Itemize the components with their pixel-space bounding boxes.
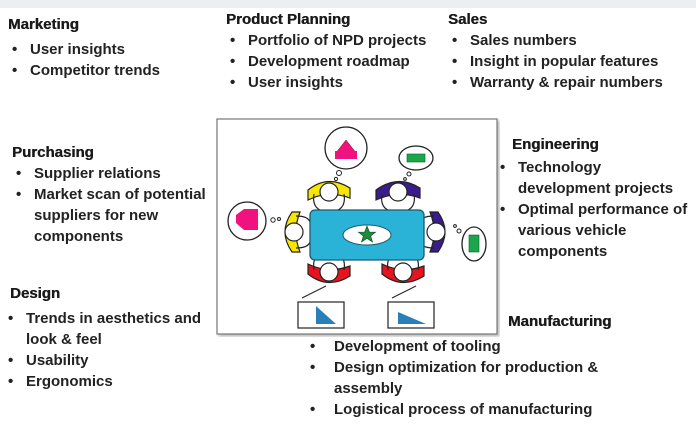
star-icon: [357, 225, 377, 243]
bubble-top-green: [398, 145, 434, 181]
purchasing-title: Purchasing: [12, 144, 94, 161]
purchasing-group: Purchasing Supplier relations Market sca…: [12, 144, 217, 247]
meeting-illustration: [216, 118, 498, 335]
sales-item: Warranty & repair numbers: [448, 72, 693, 93]
person-yellow-left: [284, 211, 311, 253]
person-purple-top: [375, 180, 421, 211]
engineering-list: Technology development projects Optimal …: [496, 157, 694, 262]
marketing-title: Marketing: [8, 16, 79, 33]
design-item: Usability: [4, 350, 220, 371]
manufacturing-title: Manufacturing: [508, 313, 612, 330]
manufacturing-list: Development of tooling Design optimizati…: [306, 336, 636, 420]
engineering-item: Optimal performance of various vehicle c…: [496, 199, 694, 262]
sales-list: Sales numbers Insight in popular feature…: [448, 30, 693, 93]
pentagon-icon: [236, 209, 258, 230]
top-band: [0, 0, 696, 8]
person-red-bottom-left: [307, 253, 351, 284]
laptop-chart-icon: [398, 312, 426, 324]
laptop-left: [297, 285, 345, 329]
purchasing-list: Supplier relations Market scan of potent…: [12, 163, 217, 247]
product-planning-list: Portfolio of NPD projects Development ro…: [226, 30, 441, 93]
purchasing-item: Supplier relations: [12, 163, 217, 184]
design-item: Ergonomics: [4, 371, 220, 392]
manufacturing-item: Development of tooling: [306, 336, 636, 357]
laptop-chart-icon: [316, 306, 336, 324]
manufacturing-item: Logistical process of manufacturing: [306, 399, 636, 420]
sales-item: Sales numbers: [448, 30, 693, 51]
purchasing-item: Market scan of potential suppliers for n…: [12, 184, 217, 247]
sales-group: Sales Sales numbers Insight in popular f…: [448, 11, 693, 93]
product-planning-item: User insights: [226, 72, 441, 93]
manufacturing-group: Manufacturing Development of tooling Des…: [306, 313, 636, 420]
marketing-group: Marketing User insights Competitor trend…: [8, 16, 218, 81]
product-planning-item: Development roadmap: [226, 51, 441, 72]
green-rectangle-icon: [468, 234, 480, 253]
marketing-item: User insights: [8, 39, 218, 60]
product-planning-title: Product Planning: [226, 11, 351, 28]
sales-item: Insight in popular features: [448, 51, 693, 72]
sales-title: Sales: [448, 11, 488, 28]
laptop-right: [387, 285, 435, 329]
bubble-right-green: [453, 224, 487, 262]
product-planning-group: Product Planning Portfolio of NPD projec…: [226, 11, 441, 93]
engineering-item: Technology development projects: [496, 157, 694, 199]
design-list: Trends in aesthetics and look & feel Usa…: [4, 308, 220, 392]
design-title: Design: [10, 285, 61, 302]
design-group: Design Trends in aesthetics and look & f…: [8, 285, 220, 392]
engineering-group: Engineering Technology development proje…: [496, 136, 694, 262]
bubble-top-pink: [324, 126, 368, 182]
design-item: Trends in aesthetics and look & feel: [4, 308, 220, 350]
product-planning-item: Portfolio of NPD projects: [226, 30, 441, 51]
bubble-left-pink: [227, 201, 281, 241]
marketing-item: Competitor trends: [8, 60, 218, 81]
marketing-list: User insights Competitor trends: [8, 39, 218, 81]
engineering-title: Engineering: [512, 136, 599, 153]
green-rectangle-icon: [406, 153, 426, 163]
person-yellow-top: [307, 180, 351, 211]
manufacturing-item: Design optimization for production & ass…: [306, 357, 636, 399]
